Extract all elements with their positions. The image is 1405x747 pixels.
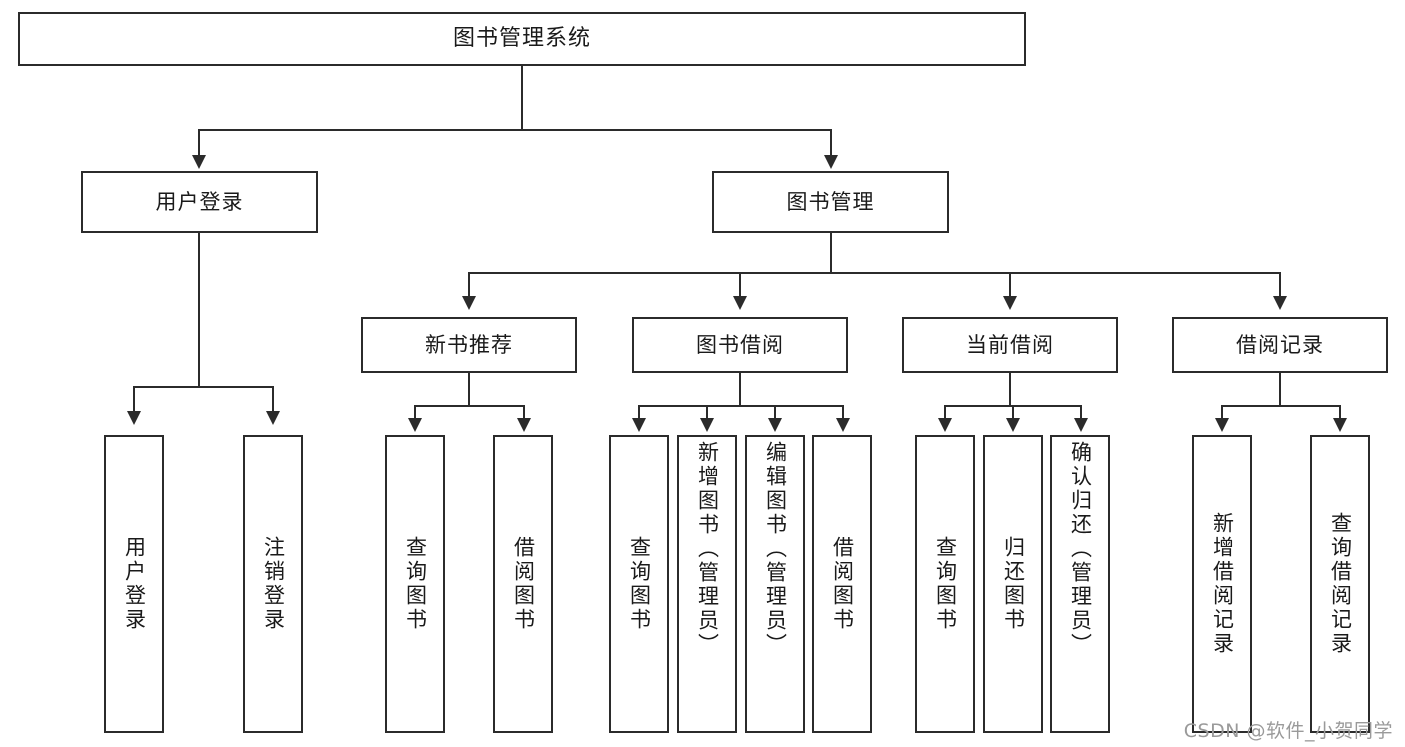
connector-borrow-record-to-leaf-1 bbox=[1221, 405, 1223, 419]
connector-user-login-to-leaf-1 bbox=[133, 386, 135, 413]
arrowhead-user-login bbox=[192, 155, 206, 169]
node-leaf-add-book: 新增图书（管理员） bbox=[677, 435, 737, 733]
node-label: 确认归还（管理员） bbox=[1068, 441, 1093, 657]
arrowhead-new-book-recommend bbox=[462, 296, 476, 310]
node-book-manage: 图书管理 bbox=[712, 171, 949, 233]
node-label: 用户登录 bbox=[122, 536, 147, 632]
arrowhead-leaf-query-book-2 bbox=[632, 418, 646, 432]
arrowhead-leaf-return-book bbox=[1006, 418, 1020, 432]
arrowhead-leaf-logout-login bbox=[266, 411, 280, 425]
node-leaf-borrow-book-1: 借阅图书 bbox=[493, 435, 553, 733]
arrowhead-book-manage bbox=[824, 155, 838, 169]
connector-borrow-record-bus bbox=[1221, 405, 1340, 407]
node-label: 图书管理 bbox=[786, 189, 875, 214]
arrowhead-leaf-user-login bbox=[127, 411, 141, 425]
node-label: 图书借阅 bbox=[696, 332, 784, 357]
node-label: 新增图书（管理员） bbox=[695, 441, 720, 657]
node-leaf-edit-book: 编辑图书（管理员） bbox=[745, 435, 805, 733]
node-label: 注销登录 bbox=[261, 536, 286, 632]
node-leaf-borrow-book-2: 借阅图书 bbox=[812, 435, 872, 733]
arrowhead-leaf-add-book bbox=[700, 418, 714, 432]
node-label: 新书推荐 bbox=[425, 332, 513, 357]
connector-root-stem bbox=[521, 66, 523, 130]
node-leaf-logout-login: 注销登录 bbox=[243, 435, 303, 733]
connector-root-to-user-login bbox=[198, 129, 200, 157]
node-leaf-query-book-3: 查询图书 bbox=[915, 435, 975, 733]
arrowhead-book-borrow bbox=[733, 296, 747, 310]
node-leaf-query-book-2: 查询图书 bbox=[609, 435, 669, 733]
arrowhead-leaf-query-record bbox=[1333, 418, 1347, 432]
node-new-book-recommend: 新书推荐 bbox=[361, 317, 577, 373]
node-label: 查询图书 bbox=[403, 536, 428, 632]
node-root-book-management-system: 图书管理系统 bbox=[18, 12, 1026, 66]
node-label: 当前借阅 bbox=[966, 332, 1054, 357]
connector-book-manage-to-borrow-record bbox=[1279, 272, 1281, 298]
connector-book-borrow-to-leaf-3 bbox=[774, 405, 776, 419]
node-label: 编辑图书（管理员） bbox=[763, 441, 788, 657]
node-label: 用户登录 bbox=[155, 189, 244, 214]
node-borrow-record: 借阅记录 bbox=[1172, 317, 1388, 373]
node-label: 查询图书 bbox=[933, 536, 958, 632]
node-label: 查询图书 bbox=[627, 536, 652, 632]
node-book-borrow: 图书借阅 bbox=[632, 317, 848, 373]
connector-borrow-record-stem bbox=[1279, 373, 1281, 406]
node-label: 借阅记录 bbox=[1236, 332, 1324, 357]
arrowhead-borrow-record bbox=[1273, 296, 1287, 310]
node-label: 归还图书 bbox=[1001, 536, 1026, 632]
node-leaf-user-login: 用户登录 bbox=[104, 435, 164, 733]
connector-user-login-stem bbox=[198, 233, 200, 387]
node-leaf-add-record: 新增借阅记录 bbox=[1192, 435, 1252, 733]
arrowhead-leaf-confirm-return bbox=[1074, 418, 1088, 432]
connector-current-borrow-stem bbox=[1009, 373, 1011, 406]
connector-book-manage-to-new-book bbox=[468, 272, 470, 298]
arrowhead-leaf-query-book-3 bbox=[938, 418, 952, 432]
node-current-borrow: 当前借阅 bbox=[902, 317, 1118, 373]
connector-current-borrow-to-leaf-3 bbox=[1080, 405, 1082, 419]
connector-new-book-to-leaf-1 bbox=[414, 405, 416, 419]
connector-new-book-stem bbox=[468, 373, 470, 406]
arrowhead-leaf-query-book-1 bbox=[408, 418, 422, 432]
node-leaf-confirm-return: 确认归还（管理员） bbox=[1050, 435, 1110, 733]
node-user-login: 用户登录 bbox=[81, 171, 318, 233]
connector-book-borrow-to-leaf-4 bbox=[842, 405, 844, 419]
connector-user-login-bus bbox=[133, 386, 273, 388]
arrowhead-leaf-borrow-book-2 bbox=[836, 418, 850, 432]
connector-book-manage-to-current-borrow bbox=[1009, 272, 1011, 298]
connector-book-borrow-to-leaf-1 bbox=[638, 405, 640, 419]
connector-book-manage-stem bbox=[830, 233, 832, 273]
connector-book-borrow-to-leaf-2 bbox=[706, 405, 708, 419]
connector-root-to-book-manage bbox=[830, 129, 832, 157]
connector-current-borrow-to-leaf-2 bbox=[1012, 405, 1014, 419]
node-label: 图书管理系统 bbox=[452, 26, 591, 52]
connector-book-manage-to-book-borrow bbox=[739, 272, 741, 298]
connector-book-borrow-bus bbox=[638, 405, 843, 407]
arrowhead-leaf-edit-book bbox=[768, 418, 782, 432]
connector-new-book-to-leaf-2 bbox=[523, 405, 525, 419]
connector-book-borrow-stem bbox=[739, 373, 741, 406]
node-leaf-query-book-1: 查询图书 bbox=[385, 435, 445, 733]
arrowhead-current-borrow bbox=[1003, 296, 1017, 310]
connector-root-bus bbox=[198, 129, 832, 131]
connector-current-borrow-to-leaf-1 bbox=[944, 405, 946, 419]
connector-user-login-to-leaf-2 bbox=[272, 386, 274, 413]
node-label: 新增借阅记录 bbox=[1210, 512, 1235, 656]
connector-new-book-bus bbox=[414, 405, 524, 407]
node-leaf-query-record: 查询借阅记录 bbox=[1310, 435, 1370, 733]
connector-book-manage-bus bbox=[468, 272, 1280, 274]
arrowhead-leaf-borrow-book-1 bbox=[517, 418, 531, 432]
node-leaf-return-book: 归还图书 bbox=[983, 435, 1043, 733]
node-label: 借阅图书 bbox=[830, 536, 855, 632]
connector-borrow-record-to-leaf-2 bbox=[1339, 405, 1341, 419]
arrowhead-leaf-add-record bbox=[1215, 418, 1229, 432]
node-label: 查询借阅记录 bbox=[1328, 512, 1353, 656]
node-label: 借阅图书 bbox=[511, 536, 536, 632]
